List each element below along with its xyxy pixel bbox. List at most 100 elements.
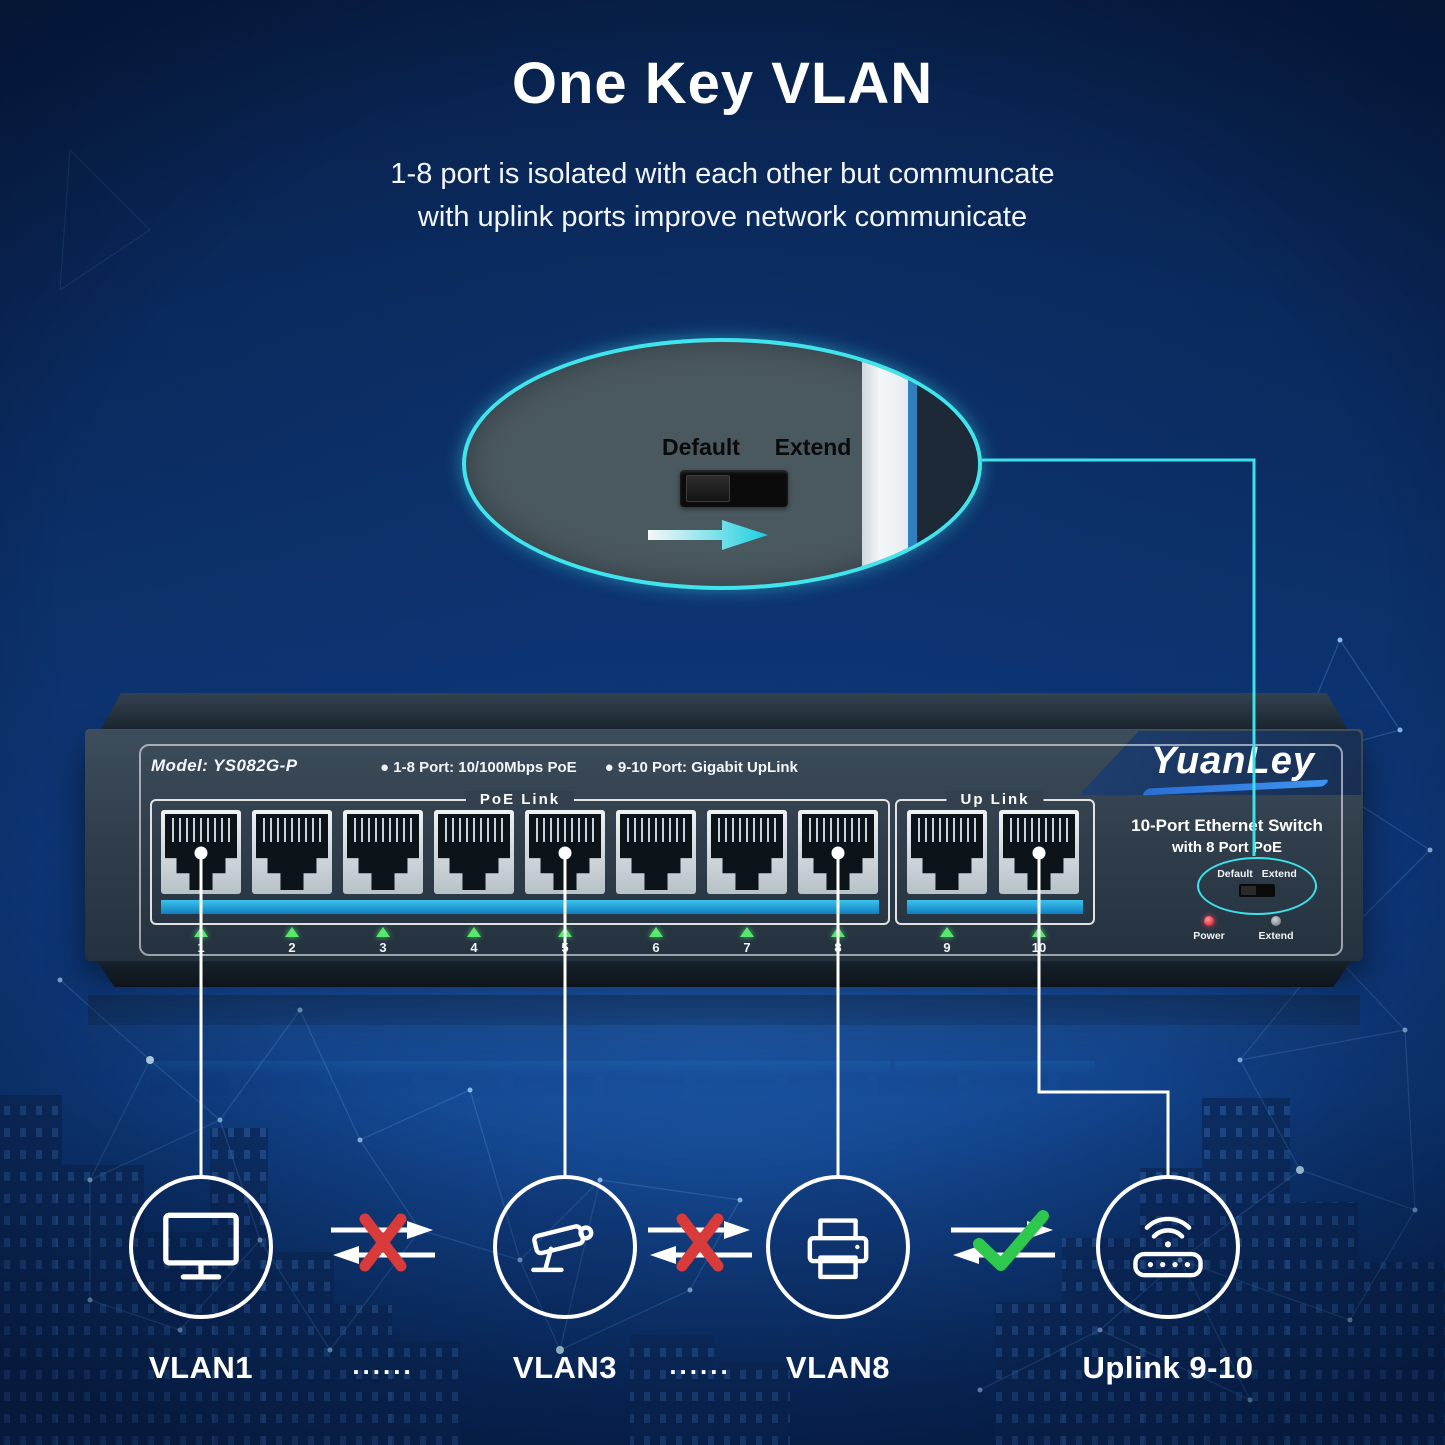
- port-number: 7: [743, 940, 751, 955]
- port-led-cell: 7: [707, 927, 787, 955]
- port-led-cell: 6: [616, 927, 696, 955]
- port-pins: [627, 818, 685, 843]
- rj45-port-10: [999, 810, 1079, 894]
- ethernet-switch: Model: YS082G-P ● 1-8 Port: 10/100Mbps P…: [85, 693, 1363, 993]
- rj45-port-4: [434, 810, 514, 894]
- port-number: 3: [379, 940, 387, 955]
- device-vlan3: [493, 1175, 637, 1319]
- port-number: 2: [288, 940, 296, 955]
- green-led-icon: [194, 927, 208, 937]
- switch-reflection: [88, 995, 1360, 1110]
- subtitle-line-2: with uplink ports improve network commun…: [417, 201, 1028, 233]
- green-led-icon: [467, 927, 481, 937]
- rj45-port-7: [707, 810, 787, 894]
- port-led-cell: 10: [999, 927, 1079, 955]
- device-vlan1: [129, 1175, 273, 1319]
- link-allowed-icon: [951, 1210, 1055, 1271]
- port-number: 8: [834, 940, 842, 955]
- port-number: 1: [197, 940, 205, 955]
- port-number: 10: [1031, 940, 1047, 955]
- port-led-cell: 4: [434, 927, 514, 955]
- slide-right-arrow-icon: [648, 520, 768, 550]
- callout-default-label: Default: [662, 434, 740, 460]
- spec-uplink: ● 9-10 Port: Gigabit UpLink: [604, 759, 798, 776]
- poe-led-number-row: 1 2 3 4 5 6 7 8: [161, 927, 878, 955]
- rj45-port-5: [525, 810, 605, 894]
- poe-group-label: PoE Link: [465, 791, 575, 808]
- poe-ports-row: [161, 810, 879, 894]
- extend-led-label: Extend: [1258, 930, 1294, 942]
- green-led-icon: [1032, 927, 1046, 937]
- port-number: 4: [470, 940, 478, 955]
- poe-port-group: PoE Link: [150, 791, 890, 925]
- device-uplink: [1096, 1175, 1240, 1319]
- port-led-cell: 8: [798, 927, 878, 955]
- link-blocked-icon-1: [331, 1213, 435, 1272]
- green-led-icon: [558, 927, 572, 937]
- link-blocked-icon-2: [648, 1213, 752, 1272]
- uplink-led-number-row: 9 10: [907, 927, 1079, 955]
- port-number: 5: [561, 940, 569, 955]
- power-led-icon: [1204, 916, 1214, 926]
- label-vlan1: VLAN1: [148, 1350, 254, 1385]
- product-title-line-1: 10-Port Ethernet Switch: [1131, 816, 1323, 835]
- port-led-cell: 1: [161, 927, 241, 955]
- subtitle-line-1: 1-8 port is isolated with each other but…: [390, 158, 1055, 190]
- uplink-group-label: Up Link: [946, 791, 1044, 808]
- panel-mode-toggle: [1239, 884, 1275, 897]
- label-separator-dots-1: ......: [352, 1350, 414, 1380]
- panel-toggle-highlight-oval: Default Extend: [1197, 857, 1317, 915]
- rj45-port-2: [252, 810, 332, 894]
- label-vlan8: VLAN8: [785, 1350, 891, 1385]
- monitor-icon: [163, 1212, 239, 1280]
- cctv-camera-icon: [531, 1224, 594, 1273]
- port-number: 9: [943, 940, 951, 955]
- port-number: 6: [652, 940, 660, 955]
- poe-blue-stripe: [161, 900, 879, 914]
- power-led-label: Power: [1193, 930, 1225, 942]
- green-led-icon: [740, 927, 754, 937]
- toggle-knob: [686, 475, 730, 502]
- uplink-ports-row: [907, 810, 1083, 894]
- label-uplink: Uplink 9-10: [1082, 1350, 1254, 1385]
- port-led-cell: 9: [907, 927, 987, 955]
- callout-edge-dark-band: [917, 342, 978, 586]
- product-title-line-2: with 8 Port PoE: [1171, 839, 1282, 856]
- port-pins: [354, 818, 412, 843]
- panel-toggle-knob: [1241, 886, 1256, 895]
- port-pins: [445, 818, 503, 843]
- panel-extend-label: Extend: [1261, 868, 1297, 880]
- printer-icon: [807, 1218, 869, 1280]
- model-label: Model: YS082G-P: [151, 756, 298, 775]
- port-pins: [172, 818, 230, 843]
- port-pins: [918, 818, 976, 843]
- callout-extend-label: Extend: [774, 434, 852, 460]
- uplink-port-group: Up Link: [895, 791, 1095, 925]
- port-led-cell: 2: [252, 927, 332, 955]
- rj45-port-9: [907, 810, 987, 894]
- spec-labels: ● 1-8 Port: 10/100Mbps PoE ● 9-10 Port: …: [380, 759, 798, 776]
- rj45-port-8: [798, 810, 878, 894]
- green-led-icon: [831, 927, 845, 937]
- callout-edge-blue-stripe: [908, 342, 917, 586]
- extend-led-icon: [1271, 916, 1281, 926]
- green-led-icon: [285, 927, 299, 937]
- switch-top-face: [101, 693, 1347, 729]
- switch-base: [97, 961, 1351, 987]
- mode-toggle-switch: [680, 470, 788, 507]
- port-pins: [263, 818, 321, 843]
- port-pins: [809, 818, 867, 843]
- rj45-port-1: [161, 810, 241, 894]
- panel-default-label: Default: [1217, 868, 1253, 880]
- green-led-icon: [376, 927, 390, 937]
- port-pins: [1010, 818, 1068, 843]
- uplink-blue-stripe: [907, 900, 1083, 914]
- device-vlan8: [766, 1175, 910, 1319]
- rj45-port-6: [616, 810, 696, 894]
- callout-edge-white-band: [862, 342, 908, 586]
- port-pins: [718, 818, 776, 843]
- green-led-icon: [649, 927, 663, 937]
- page-title: One Key VLAN: [511, 51, 934, 116]
- brand-logo: YuanLey: [1151, 740, 1315, 782]
